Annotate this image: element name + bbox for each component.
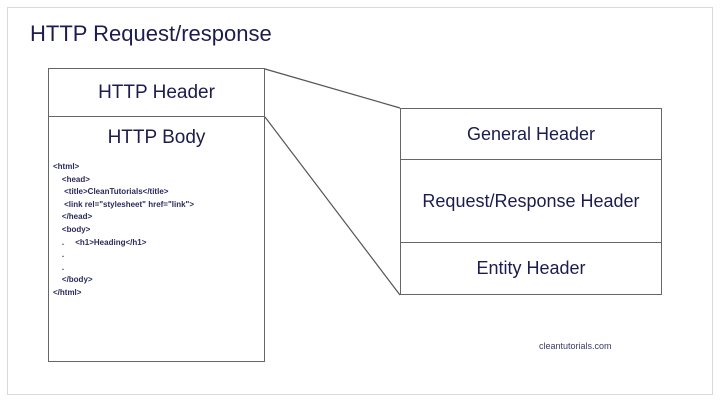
site-watermark: cleantutorials.com <box>539 341 612 351</box>
http-header-label: HTTP Header <box>98 81 215 103</box>
http-header-section: HTTP Header <box>49 69 264 117</box>
http-message-box: HTTP Header HTTP Body <html> <head> <tit… <box>48 68 265 362</box>
html-code-sample: <html> <head> <title>CleanTutorials</tit… <box>53 162 195 297</box>
entity-header-label: Entity Header <box>476 258 586 278</box>
diagram-frame <box>7 7 713 395</box>
page-title: HTTP Request/response <box>30 21 272 46</box>
http-body-label: HTTP Body <box>107 127 206 148</box>
request-response-header-label: Request/Response Header <box>422 190 640 211</box>
general-header-cell: General Header <box>401 109 661 160</box>
general-header-label: General Header <box>466 123 596 144</box>
request-response-header-cell: Request/Response Header <box>401 160 661 243</box>
http-body-section: HTTP Body <html> <head> <title>CleanTuto… <box>49 117 264 361</box>
entity-header-cell: Entity Header <box>401 243 661 294</box>
http-header-types-box: General Header Request/Response Header E… <box>400 108 662 295</box>
